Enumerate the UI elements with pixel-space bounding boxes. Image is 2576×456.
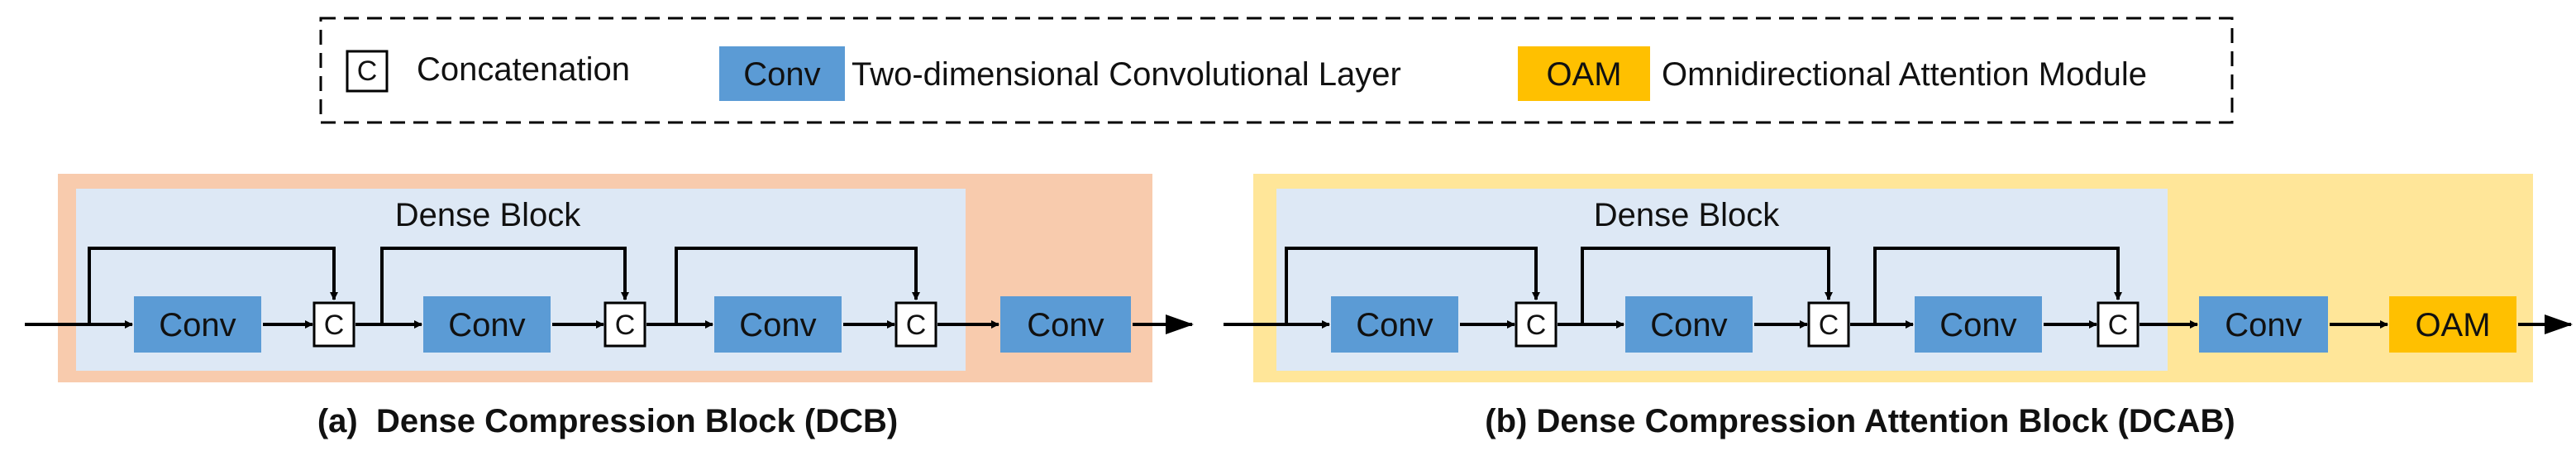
legend-concat-box xyxy=(346,50,389,93)
dcb-concat-box xyxy=(603,301,646,348)
dcab-skip-connection xyxy=(1581,247,1833,324)
dcb-conv-box xyxy=(423,296,551,353)
legend-oam-box xyxy=(1518,46,1650,101)
dcb-conv-label: Conv xyxy=(448,307,525,343)
dcab-oam-label: OAM xyxy=(2415,307,2490,343)
dcab-skip-connection xyxy=(1873,247,2122,324)
dcab-diagram: Dense Block Conv Conv Conv Conv OAM C C xyxy=(1224,174,2573,439)
dcb-conv-label: Conv xyxy=(739,307,816,343)
dcab-oam-box xyxy=(2389,296,2516,353)
dcab-concat-box xyxy=(1807,301,1850,348)
dcab-conv-label: Conv xyxy=(1356,307,1433,343)
dcb-conv-box xyxy=(134,296,261,353)
dcab-concat-label: C xyxy=(2108,310,2129,341)
legend-concat-symbol: C xyxy=(357,55,378,87)
dcb-conv-label: Conv xyxy=(159,307,236,343)
legend-conv-symbol: Conv xyxy=(743,56,820,93)
dcb-dense-block-label: Dense Block xyxy=(395,197,582,233)
legend-border xyxy=(319,17,2234,124)
dcb-concat-box xyxy=(894,301,937,348)
dcb-concat-label: C xyxy=(324,310,345,341)
dcab-conv-box xyxy=(1331,296,1458,353)
legend-conv-box xyxy=(719,46,845,101)
legend-conv-label: Two-dimensional Convolutional Layer xyxy=(852,56,1401,93)
dcb-skip-connection xyxy=(88,247,338,324)
legend-oam-symbol: OAM xyxy=(1546,56,1621,93)
dcb-concat-box xyxy=(312,301,355,348)
dcab-conv-label: Conv xyxy=(2225,307,2302,343)
dcb-conv-label: Conv xyxy=(1027,307,1104,343)
dcb-caption: (a) Dense Compression Block (DCB) xyxy=(317,403,898,439)
legend-oam-label: Omnidirectional Attention Module xyxy=(1662,56,2147,93)
dcab-conv-box xyxy=(1625,296,1753,353)
dcab-concat-box xyxy=(2097,301,2140,348)
dcab-conv-label: Conv xyxy=(1650,307,1727,343)
dcb-diagram: Dense Block Conv Conv Conv Conv C C C (a… xyxy=(25,174,1194,439)
dcab-concat-box xyxy=(1515,301,1558,348)
dcab-concat-label: C xyxy=(1819,310,1839,341)
dcab-skip-connection xyxy=(1285,247,1540,324)
dcb-conv-box xyxy=(714,296,842,353)
dcb-concat-label: C xyxy=(615,310,636,341)
dcab-conv-box xyxy=(1915,296,2042,353)
dcab-caption: (b) Dense Compression Attention Block (D… xyxy=(1485,403,2235,439)
dcab-conv-box xyxy=(2199,296,2328,353)
dcab-conv-label: Conv xyxy=(1939,307,2016,343)
dcb-concat-label: C xyxy=(906,310,927,341)
dcab-dense-block-label: Dense Block xyxy=(1594,197,1781,233)
legend: C Concatenation Conv Two-dimensional Con… xyxy=(319,17,2234,124)
dcb-skip-connection xyxy=(675,247,920,324)
dcb-conv-box xyxy=(1000,296,1131,353)
dcab-concat-label: C xyxy=(1526,310,1547,341)
legend-concat-label: Concatenation xyxy=(417,51,630,88)
dcb-skip-connection xyxy=(380,247,629,324)
